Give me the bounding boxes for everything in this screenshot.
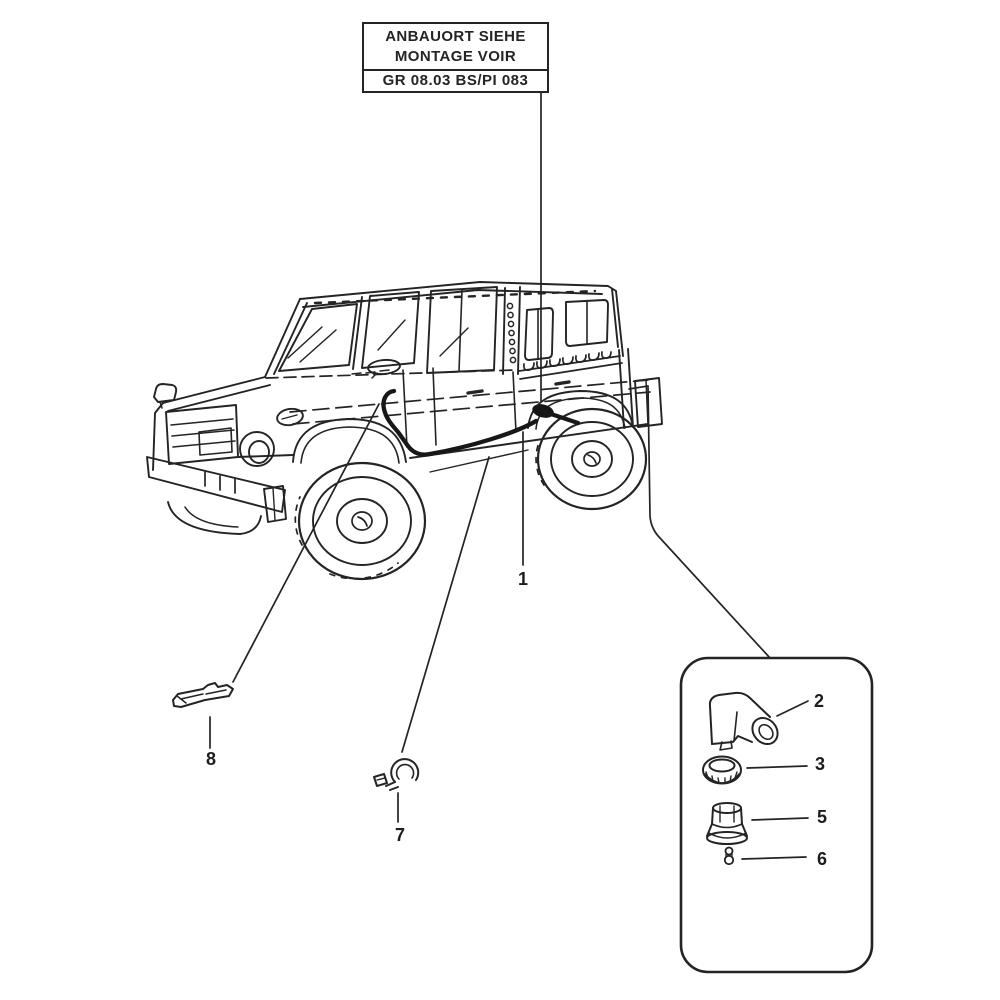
vehicle-front <box>146 376 304 535</box>
part-8-retaining-clip <box>172 682 234 708</box>
far-front-tire <box>167 501 262 535</box>
part-3-grommet-ring <box>702 755 742 785</box>
part-7-hose-clamp <box>373 758 420 791</box>
vehicle-bed-rail <box>518 351 623 380</box>
vehicle-drawing <box>146 281 663 581</box>
turn-signal <box>276 407 304 427</box>
callout-5: 5 <box>816 807 828 827</box>
vehicle-windshield <box>264 296 363 378</box>
callout-3-leader <box>746 765 808 769</box>
note-box-upper: ANBAUORT SIEHE MONTAGE VOIR <box>364 24 547 71</box>
callout-6-leader <box>741 856 807 860</box>
callout-3: 3 <box>814 754 826 774</box>
note-line-2: MONTAGE VOIR <box>394 48 517 65</box>
callout-8: 8 <box>205 749 217 769</box>
vehicle-mirror <box>367 358 401 379</box>
front-wheel <box>292 418 427 581</box>
callout-2: 2 <box>813 691 825 711</box>
callout-7-leader <box>401 456 490 753</box>
headlight <box>239 431 275 467</box>
note-box: ANBAUORT SIEHE MONTAGE VOIR GR 08.03 BS/… <box>362 22 549 93</box>
leader-lines <box>209 87 809 860</box>
note-line-3: GR 08.03 BS/PI 083 <box>382 72 529 89</box>
callout-7: 7 <box>394 825 406 845</box>
vehicle-rear-corner <box>618 348 663 429</box>
fuel-line-part-1 <box>381 388 581 457</box>
part-6-pin <box>723 846 735 866</box>
part-5-sleeve-plug <box>706 802 748 845</box>
rear-wheel <box>527 390 648 511</box>
callout-6: 6 <box>816 849 828 869</box>
callout-1: 1 <box>517 569 529 589</box>
detail-box-leader <box>628 385 771 659</box>
callout-2-leader <box>776 700 809 717</box>
front-bumper <box>146 456 286 513</box>
detail-box <box>679 656 874 974</box>
callout-5-leader <box>751 817 809 821</box>
part-2-elbow-connector <box>708 691 779 751</box>
note-line-1: ANBAUORT SIEHE <box>385 28 526 45</box>
callout-8-leader <box>232 403 380 683</box>
